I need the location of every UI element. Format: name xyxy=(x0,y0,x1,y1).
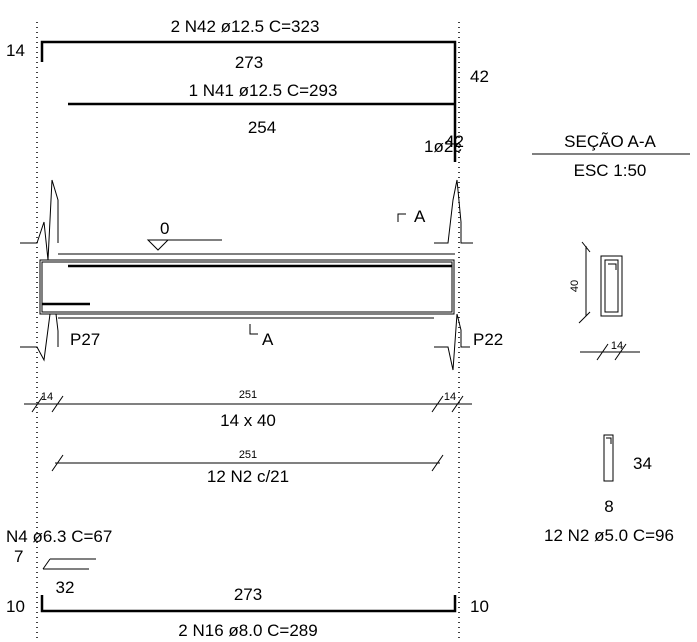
n4-length: 32 xyxy=(56,578,75,597)
section-title: SEÇÃO A-A xyxy=(564,132,656,151)
dimension-line-main xyxy=(24,395,472,413)
stirrup-label: 12 N2 ø5.0 C=96 xyxy=(544,526,674,545)
bottom-bar-left-hook: 10 xyxy=(6,597,25,616)
mid-bar-label: 1 N41 ø12.5 C=293 xyxy=(189,81,338,100)
bottom-bar-length: 273 xyxy=(234,585,262,604)
n4-label: N4 ø6.3 C=67 xyxy=(6,527,112,546)
dim-stirrup-span: 251 xyxy=(239,449,257,461)
stirrup-shape xyxy=(603,434,614,482)
cut-left-label: A xyxy=(414,207,426,226)
bottom-bar-right-hook: 10 xyxy=(470,597,489,616)
bottom-bar-label: 2 N16 ø8.0 C=289 xyxy=(178,621,317,640)
support-right-label: P22 xyxy=(473,330,503,349)
section-drawing xyxy=(578,241,640,361)
bottom-bar-shape xyxy=(40,595,457,613)
dim-right-support: 14 xyxy=(444,391,456,403)
section-height-dim: 40 xyxy=(569,280,581,292)
support-left-label: P27 xyxy=(70,330,100,349)
mid-bar-marker: 1ø2c xyxy=(424,137,462,156)
dimension-line-stirrups xyxy=(51,454,444,472)
top-bar-length: 273 xyxy=(235,53,263,72)
top-bar-left-hook: 14 xyxy=(6,41,25,60)
beam-size: 14 x 40 xyxy=(220,411,276,430)
cut-bottom-label: A xyxy=(262,330,274,349)
dim-span: 251 xyxy=(239,389,257,401)
section-scale: ESC 1:50 xyxy=(574,161,647,180)
stirrup-width: 8 xyxy=(604,497,613,516)
dim-left-support: 14 xyxy=(41,391,53,403)
stirrup-spacing-label: 12 N2 c/21 xyxy=(207,467,289,486)
beam-elevation xyxy=(20,179,473,371)
n4-hook: 7 xyxy=(14,547,23,566)
mid-bar-right-hook: 42 xyxy=(445,132,464,151)
n4-bar-shape xyxy=(42,558,96,570)
top-bar-right-hook: 42 xyxy=(470,67,489,86)
top-bar-label: 2 N42 ø12.5 C=323 xyxy=(171,17,320,36)
stirrup-height: 34 xyxy=(633,454,652,473)
level-label: 0 xyxy=(160,219,169,238)
top-bar-shape xyxy=(40,40,457,162)
mid-bar-length: 254 xyxy=(248,118,276,137)
section-width-dim: 14 xyxy=(611,340,623,352)
